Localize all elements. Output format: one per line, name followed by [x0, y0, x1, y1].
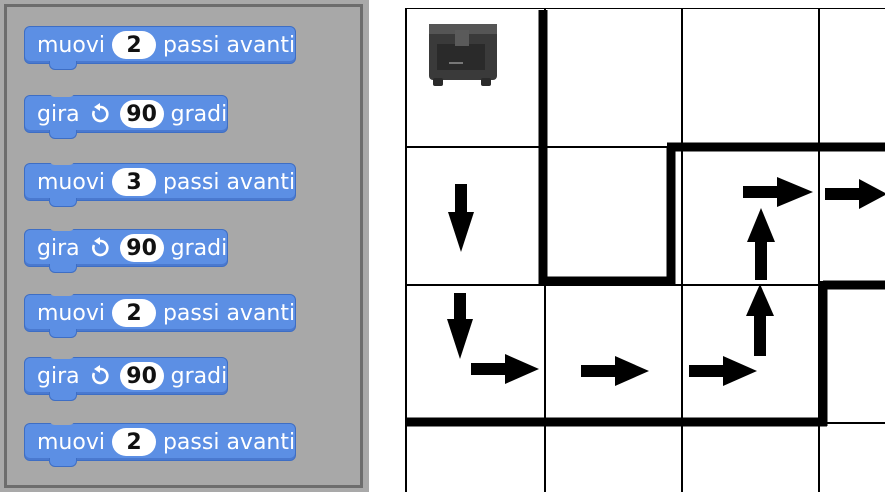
block-verb: gira [37, 235, 80, 261]
steps-input[interactable]: 2 [111, 31, 156, 59]
block-suffix: passi avanti [162, 429, 296, 455]
arrow-icon [825, 179, 885, 209]
arrow-icon [689, 356, 757, 386]
block-suffix: gradi [170, 363, 228, 389]
rotate-ccw-icon [87, 363, 113, 389]
steps-input[interactable]: 3 [111, 168, 156, 196]
rotate-ccw-icon [87, 235, 113, 261]
move-block[interactable]: muovi 2 passi avanti [24, 418, 297, 467]
arrow-icon [448, 184, 474, 252]
maze-grid [405, 7, 885, 492]
robot-icon [429, 24, 497, 86]
turn-block[interactable]: gira 90 gradi [24, 90, 229, 139]
block-suffix: passi avanti [162, 32, 296, 58]
turn-block[interactable]: gira 90 gradi [24, 352, 229, 401]
maze-svg [405, 7, 885, 492]
arrow-icon [447, 293, 473, 359]
block-verb: gira [37, 101, 80, 127]
arrow-icon [471, 354, 539, 384]
steps-input[interactable]: 2 [111, 428, 156, 456]
arrow-icon [581, 356, 649, 386]
degrees-input[interactable]: 90 [119, 100, 164, 128]
move-block[interactable]: muovi 2 passi avanti [24, 26, 297, 70]
turn-block[interactable]: gira 90 gradi [24, 224, 229, 273]
block-verb: muovi [37, 169, 105, 195]
block-verb: muovi [37, 429, 105, 455]
move-block[interactable]: muovi 3 passi avanti [24, 158, 297, 207]
arrow-icon [743, 177, 813, 207]
maze-walls [405, 10, 885, 427]
arrow-icon [747, 208, 775, 280]
degrees-input[interactable]: 90 [119, 234, 164, 262]
move-block[interactable]: muovi 2 passi avanti [24, 289, 297, 338]
degrees-input[interactable]: 90 [119, 362, 164, 390]
block-suffix: passi avanti [162, 300, 296, 326]
arrow-icon [746, 284, 774, 356]
block-verb: gira [37, 363, 80, 389]
block-verb: muovi [37, 300, 105, 326]
block-suffix: gradi [170, 101, 228, 127]
steps-input[interactable]: 2 [111, 299, 156, 327]
block-suffix: passi avanti [162, 169, 296, 195]
rotate-ccw-icon [87, 101, 113, 127]
path-arrows [447, 177, 885, 386]
block-suffix: gradi [170, 235, 228, 261]
block-verb: muovi [37, 32, 105, 58]
script-panel: muovi 2 passi avanti gira 90 gradi muovi… [0, 0, 369, 492]
